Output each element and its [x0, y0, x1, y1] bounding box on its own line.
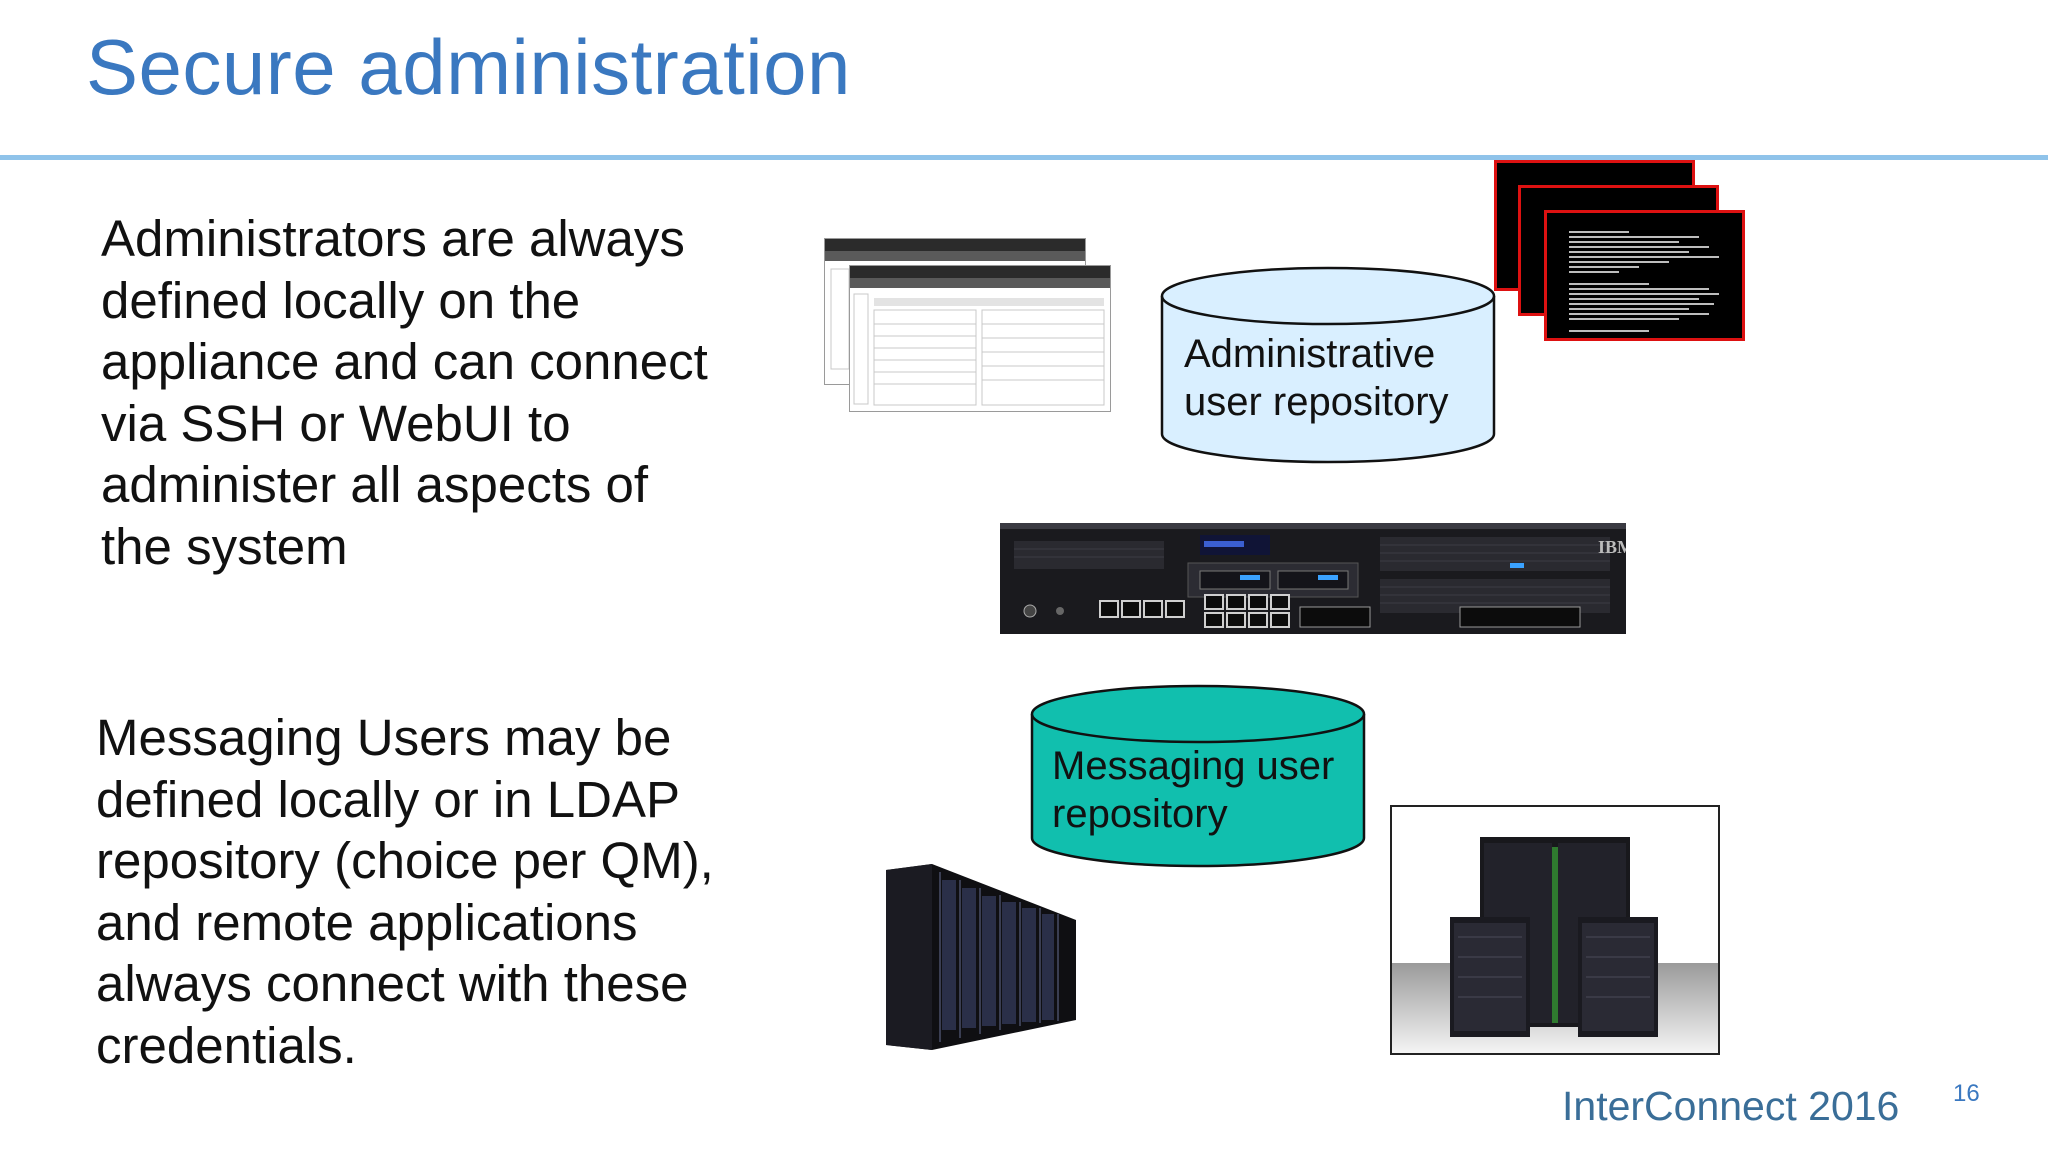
admin-line: Administrators are always — [101, 210, 685, 267]
admin-line: defined locally on the — [101, 271, 581, 329]
messaging-line: always connect with these — [96, 955, 689, 1012]
messaging-line: credentials. — [96, 1016, 357, 1074]
admin-line: appliance and can connect — [101, 333, 708, 390]
admin-repository-cylinder: Administrative user repository — [1160, 266, 1496, 466]
admin-repository-line: user repository — [1184, 380, 1449, 424]
messaging-line: repository (choice per QM), — [96, 832, 714, 889]
server-rack-image — [880, 860, 1080, 1055]
messaging-cylinder-shape — [1030, 684, 1366, 868]
messaging-repository-label: Messaging user repository — [1052, 742, 1334, 838]
messaging-line: Messaging Users may be — [96, 709, 672, 766]
admin-line: the system — [101, 517, 348, 575]
event-brand: InterConnect 2016 — [1562, 1083, 1900, 1129]
admin-cylinder-shape — [1160, 266, 1496, 464]
admin-repository-line: Administrative — [1184, 332, 1436, 376]
mainframe-image — [1390, 805, 1720, 1055]
messaging-paragraph: Messaging Users may be defined locally o… — [96, 707, 816, 1076]
mq-appliance-image: IBM — [1000, 523, 1634, 634]
admin-line: via SSH or WebUI to — [101, 394, 571, 452]
page-number: 16 — [1953, 1080, 1980, 1107]
messaging-line: defined locally or in LDAP — [96, 770, 680, 828]
admin-line: administer all aspects of — [101, 456, 649, 513]
slide-title: Secure administration — [86, 23, 851, 111]
title-divider — [0, 155, 2048, 160]
ssh-terminal-front — [1544, 210, 1745, 341]
messaging-repository-line: repository — [1052, 792, 1228, 836]
admin-repository-label: Administrative user repository — [1184, 330, 1449, 426]
messaging-repository-cylinder: Messaging user repository — [1030, 684, 1366, 869]
admin-paragraph: Administrators are always defined locall… — [101, 208, 801, 577]
ibm-logo: IBM — [1598, 537, 1626, 557]
webui-screenshot-front — [849, 265, 1111, 412]
messaging-repository-line: Messaging user — [1052, 744, 1335, 788]
messaging-line: and remote applications — [96, 893, 638, 951]
